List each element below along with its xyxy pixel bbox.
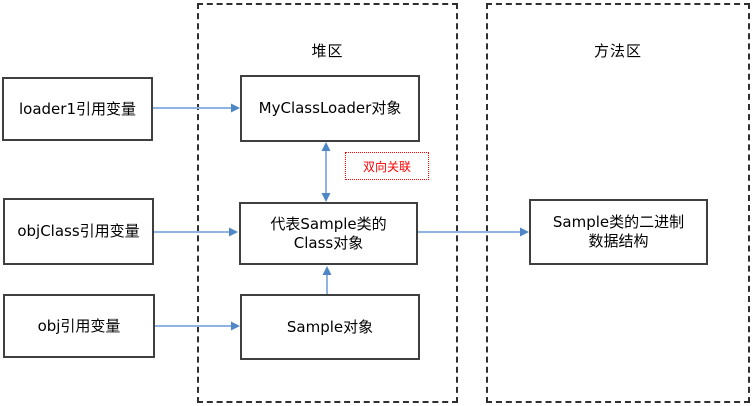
heap-area-container — [197, 3, 458, 403]
node-sample-object: Sample对象 — [240, 294, 420, 360]
node-label: obj引用变量 — [37, 316, 121, 335]
node-obj-reference-variable: obj引用变量 — [3, 294, 155, 358]
heap-area-title: 堆区 — [311, 42, 344, 60]
method-area-title: 方法区 — [593, 42, 642, 60]
node-label: loader1引用变量 — [19, 99, 136, 118]
method-area-container — [486, 3, 750, 403]
node-label-line2: Class对象 — [293, 233, 364, 252]
node-label-line2: 数据结构 — [588, 232, 649, 250]
node-label: objClass引用变量 — [17, 222, 140, 240]
node-label: MyClassLoader对象 — [258, 99, 402, 117]
node-myclassloader-object: MyClassLoader对象 — [240, 75, 420, 142]
node-label-line1: Sample类的二进制 — [552, 213, 685, 231]
node-loader1-reference-variable: loader1引用变量 — [2, 77, 153, 141]
node-objclass-reference-variable: objClass引用变量 — [3, 198, 154, 265]
node-sample-binary-data-structure: Sample类的二进制 数据结构 — [529, 199, 708, 265]
node-label-line1: 代表Sample类的 — [270, 214, 387, 233]
bidirectional-association-label: 双向关联 — [345, 152, 429, 180]
node-label: Sample对象 — [286, 317, 374, 336]
node-sample-class-object: 代表Sample类的 Class对象 — [239, 202, 418, 265]
